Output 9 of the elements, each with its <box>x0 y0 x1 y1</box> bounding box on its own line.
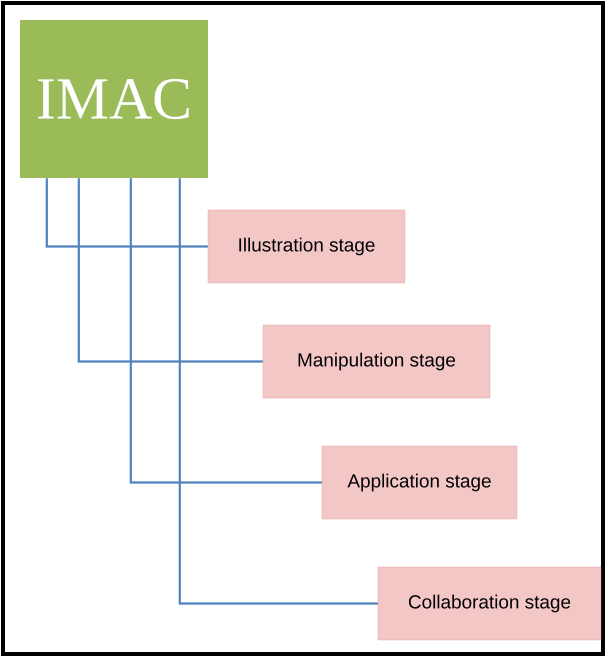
connector-line <box>78 178 263 363</box>
stage-box: Application stage <box>322 446 518 520</box>
stage-box: Illustration stage <box>208 210 406 284</box>
connector-line <box>178 178 378 605</box>
connector-line <box>46 178 208 248</box>
title-box: IMAC <box>20 20 208 178</box>
connector-line <box>130 178 322 484</box>
stage-box: Manipulation stage <box>262 324 490 398</box>
stage-box: Collaboration stage <box>378 566 602 640</box>
